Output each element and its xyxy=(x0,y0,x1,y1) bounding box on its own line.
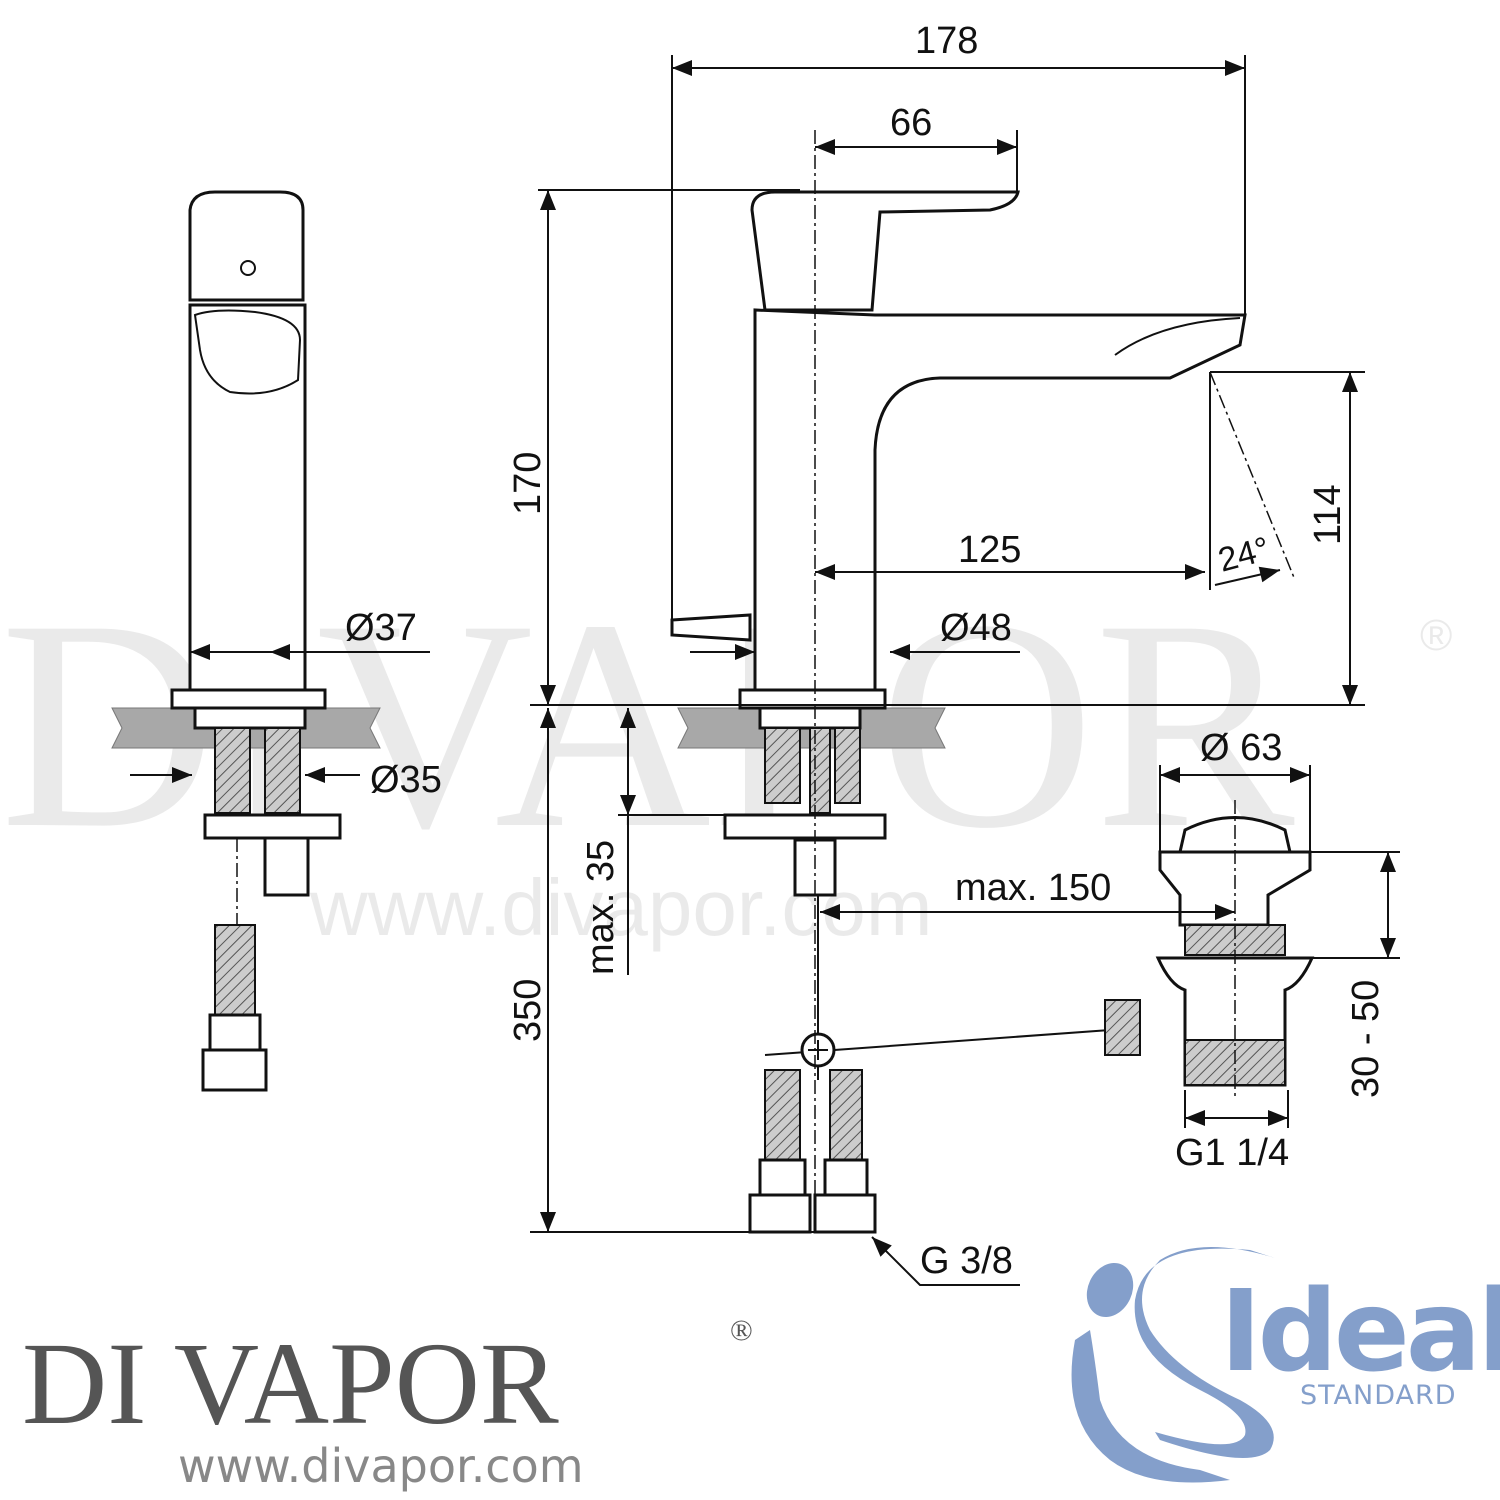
dim-d35: Ø35 xyxy=(370,759,442,801)
divapor-url: www.divapor.com xyxy=(178,1439,584,1493)
logo-s-swoosh xyxy=(1134,1246,1275,1458)
dim-g114: G1 1/4 xyxy=(1175,1132,1289,1174)
dim-114: 114 xyxy=(1307,484,1349,545)
logo-ideal-word: Ideal xyxy=(1220,1267,1500,1397)
front-aerator xyxy=(193,309,302,395)
front-body xyxy=(188,303,307,692)
tap-front-view xyxy=(170,190,342,1092)
pop-up-waste xyxy=(1104,800,1315,1100)
logo-i-swoosh xyxy=(1071,1330,1230,1483)
dim-max35: max. 35 xyxy=(580,840,622,975)
divapor-name: DI VAPOR xyxy=(22,1318,559,1449)
dim-30-50: 30 - 50 xyxy=(1345,980,1387,1098)
tap-side-view xyxy=(670,130,1247,1234)
ideal-standard-logo: Ideal STANDARD xyxy=(1071,1246,1500,1483)
front-indicator-icon xyxy=(240,260,256,276)
logo-standard-word: STANDARD xyxy=(1300,1380,1457,1411)
front-handle xyxy=(188,190,305,302)
dim-g38: G 3/8 xyxy=(920,1240,1013,1282)
dim-66: 66 xyxy=(890,102,932,144)
side-lever xyxy=(750,190,1020,312)
dimension-lines xyxy=(130,55,1400,1286)
dim-350: 350 xyxy=(507,979,549,1042)
divapor-logo: DI VAPOR ® www.divapor.com xyxy=(22,1314,753,1493)
divapor-registered: ® xyxy=(730,1314,753,1347)
logo-i-dot xyxy=(1086,1262,1134,1318)
watermark-registered: ® xyxy=(1420,611,1452,660)
dim-178: 178 xyxy=(915,20,978,62)
dim-170: 170 xyxy=(507,452,549,515)
dim-d48: Ø48 xyxy=(940,607,1012,649)
dim-d37: Ø37 xyxy=(345,607,417,649)
dim-125: 125 xyxy=(958,529,1021,571)
dim-d63: Ø 63 xyxy=(1200,727,1282,769)
side-body-spout xyxy=(753,308,1247,692)
dim-max150: max. 150 xyxy=(955,867,1111,909)
pop-up-lever xyxy=(670,613,752,642)
